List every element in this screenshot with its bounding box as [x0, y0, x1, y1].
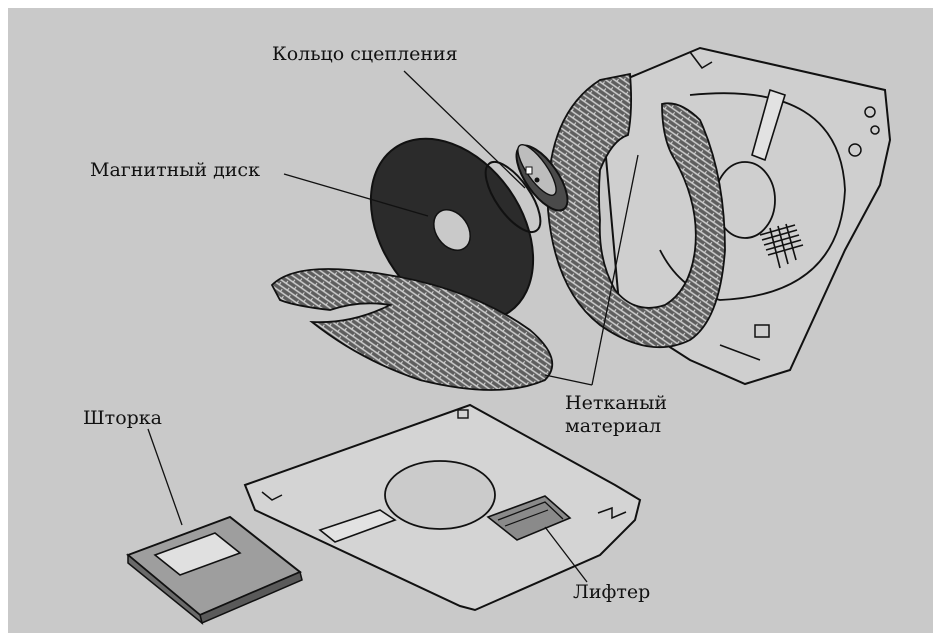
label-magnetic-disk: Магнитный диск — [90, 160, 260, 181]
label-shutter: Шторка — [83, 408, 162, 429]
label-nonwoven-line2: материал — [565, 416, 661, 437]
label-clutch-ring: Кольцо сцепления — [272, 44, 458, 65]
shutter — [128, 517, 302, 623]
label-lifter: Лифтер — [573, 582, 650, 603]
label-nonwoven-line1: Нетканый — [565, 393, 667, 414]
